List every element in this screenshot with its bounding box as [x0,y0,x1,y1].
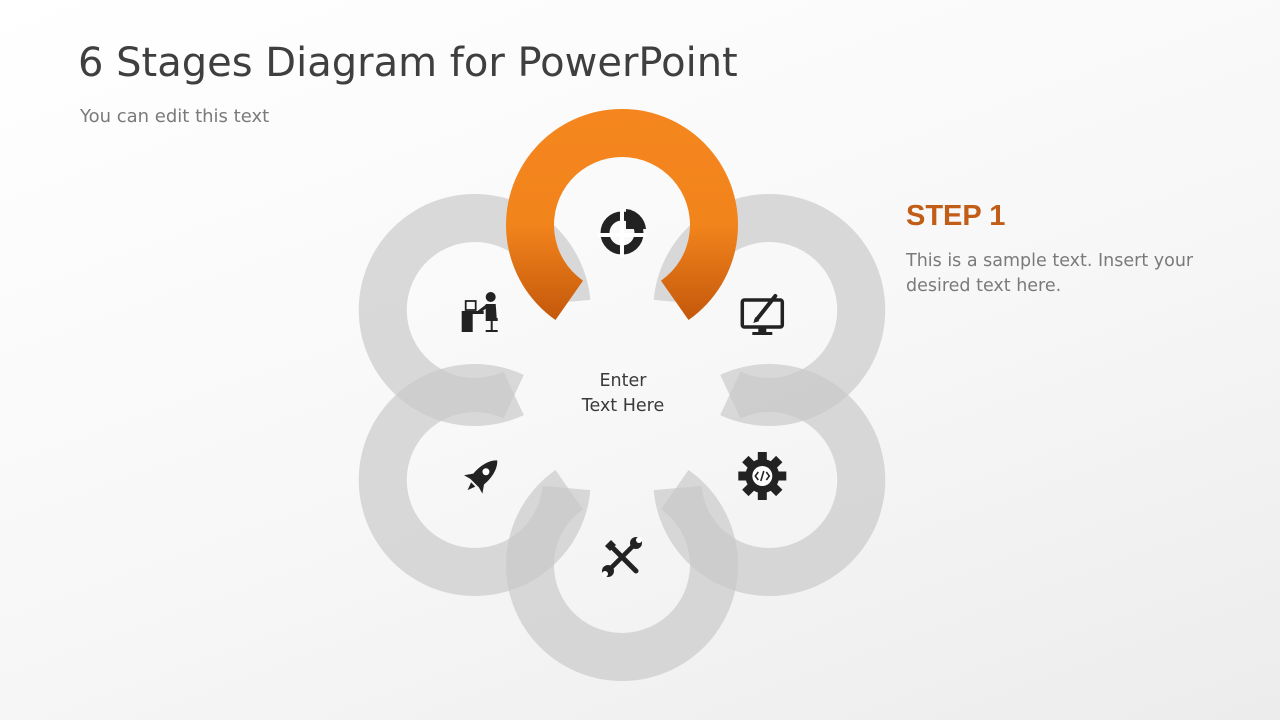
person-at-desk-icon [461,292,498,332]
stage-1-loop[interactable] [506,108,739,320]
slide-title: 6 Stages Diagram for PowerPoint [78,40,738,86]
stage-5-loop[interactable] [358,364,591,597]
step-description: This is a sample text. Insert your desir… [906,251,1194,296]
center-text[interactable]: Enter Text Here [548,369,698,419]
center-text-line-1: Enter [599,371,647,391]
pie-chart-icon [598,209,646,257]
wrench-screwdriver-icon [602,537,642,577]
gear-code-icon [738,452,787,500]
step-title: STEP 1 [906,200,1006,232]
center-text-line-2: Text Here [581,396,665,416]
monitor-pen-icon [740,294,785,335]
rocket-icon [464,460,498,494]
slide-subtitle: You can edit this text [80,106,270,127]
